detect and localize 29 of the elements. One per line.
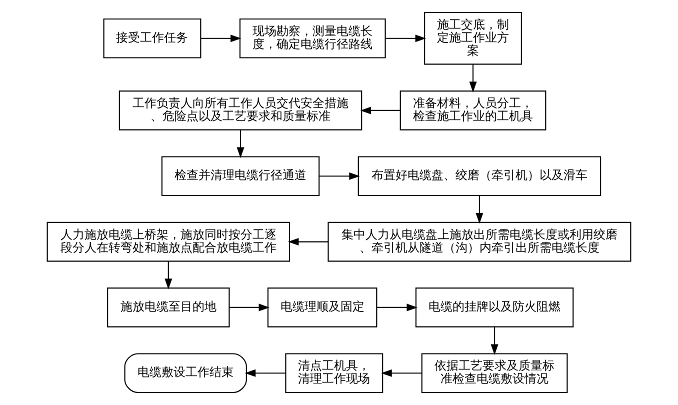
arrow [244,369,286,377]
arrow [288,238,328,246]
node-box: 人力施放电缆上桥架，施放同时按分工逐段分人在转弯处和施放点配合放电缆工作 [46,222,290,262]
node-box: 集中人力从电缆盘上施放出所需电缆长度或利用绞磨、牵引机从隧道（沟）内牵引出所需电缆长度 [328,222,632,262]
arrow [319,172,360,180]
node-box: 施放电缆至目的地 [107,288,230,328]
arrow [381,369,422,377]
node-box: 布置好电缆盘、绞磨（牵引机）以及滑车 [358,156,602,196]
node-box: 电缆敷设工作结束 [124,353,247,394]
node-box: 电缆的挂牌以及防火阻燃 [415,288,574,328]
arrow [385,34,426,42]
node-box: 依据工艺要求及质量标准检查电缆敷设情况 [421,353,568,394]
arrow [476,196,484,224]
node-box: 检查并清理电缆行径通道 [161,156,320,196]
node-box: 工作负责人向所有工作人员交代安全措施、危险点以及工艺要求和质量标准 [118,90,362,130]
arrow [236,130,244,158]
arrow [200,34,242,42]
node-box: 现场勘察，测量电缆长度，确定电缆行径路线 [239,18,386,58]
node-box: 施工交底，制定施工作业方案 [424,12,522,65]
arrow [376,304,418,312]
arrow [229,304,270,312]
arrow [490,327,498,356]
node-box: 接受工作任务 [103,18,202,58]
node-box: 准备材料，人员分工，检查施工作业的工机具 [400,90,546,130]
arrow [164,261,172,290]
arrow [469,64,477,92]
node-box: 清点工机具，清理工作现场 [285,353,384,394]
arrow [360,106,400,114]
node-box: 电缆理顺及固定 [267,288,378,328]
